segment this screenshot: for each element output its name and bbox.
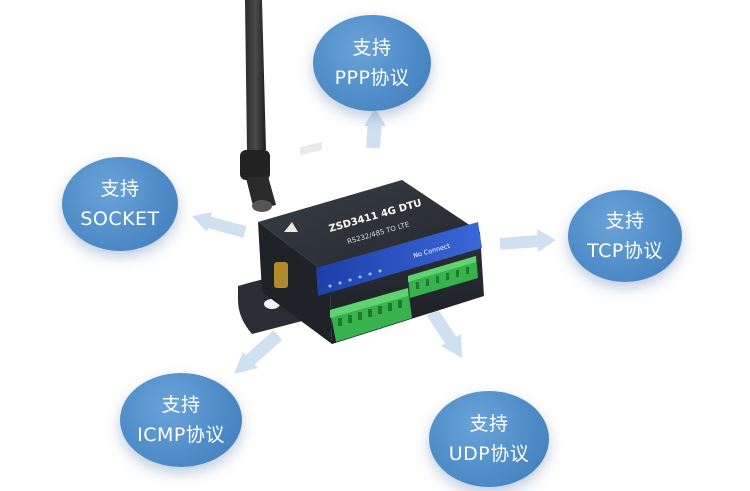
bubble-socket: 支持 SOCKET [62,157,178,251]
sim-port [274,262,288,288]
bubble-tcp: 支持 TCP协议 [568,190,682,282]
led-strip [328,269,382,288]
arrow-to-tcp [499,229,556,252]
status-strip [316,222,482,296]
bubble-udp-line1: 支持 [469,413,509,435]
bubble-icmp-line1: 支持 [161,394,201,416]
bubble-udp: 支持 UDP协议 [429,391,549,487]
bubble-icmp-line2: ICMP协议 [137,424,225,446]
arrow-to-ppp [364,108,386,149]
bubble-socket-line1: 支持 [100,178,140,200]
terminal-block-front [330,288,412,342]
antenna [240,0,276,212]
arrow-to-socket [192,212,247,238]
bubble-tcp-line2: TCP协议 [587,240,663,262]
bubble-tcp-line1: 支持 [605,210,645,232]
bubble-udp-line2: UDP协议 [448,443,530,465]
bubble-ppp-line2: PPP协议 [334,67,410,89]
bubble-icmp: 支持 ICMP协议 [120,373,242,467]
bubble-ppp: 支持 PPP协议 [313,15,431,111]
arrow-to-udp [426,308,462,358]
bubble-ppp-line1: 支持 [352,37,392,59]
device-front [258,222,332,344]
arrow-to-icmp [234,330,283,374]
brand-logo [284,141,322,232]
terminal-block-side [408,256,478,298]
device-top [258,180,480,276]
bubble-socket-line2: SOCKET [80,208,160,230]
